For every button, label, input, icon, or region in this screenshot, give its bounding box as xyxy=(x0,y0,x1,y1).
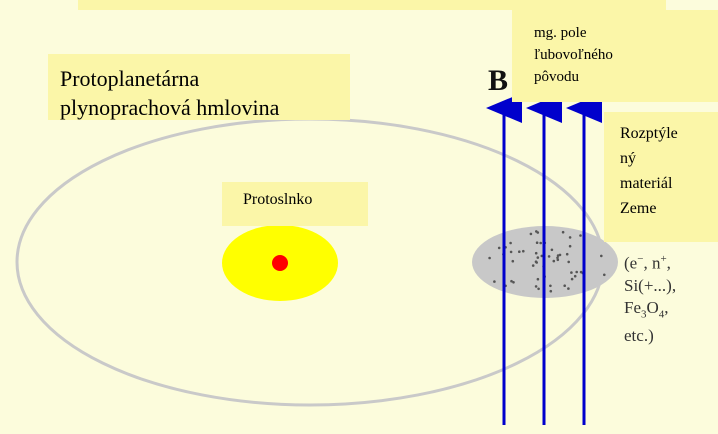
composition-sep-3: , xyxy=(664,297,669,317)
particle-dot xyxy=(534,285,538,288)
oxygen-subscript: 4 xyxy=(658,308,665,321)
particle-dot xyxy=(556,256,559,260)
particle-dot xyxy=(518,250,521,253)
protosun-core xyxy=(272,255,288,271)
scatter-label-line-1: Rozptýle xyxy=(620,125,678,142)
particle-dot xyxy=(509,241,512,245)
particle-dot xyxy=(493,280,496,283)
particle-dot xyxy=(575,270,578,274)
particle-dot xyxy=(563,284,566,288)
particle-dot xyxy=(579,270,583,274)
scatter-label-line-4: Zeme xyxy=(620,200,657,217)
particle-dot xyxy=(488,256,491,260)
nebula-title-line-1: Protoplanetárna xyxy=(60,66,200,91)
nebula-title-box: Protoplanetárna plynoprachová hmlovina xyxy=(48,54,350,120)
protosun-label-box: Protoslnko xyxy=(222,182,368,226)
particle-dot xyxy=(540,254,544,258)
particle-dot xyxy=(534,260,538,264)
particle-dot xyxy=(567,287,570,290)
particle-dot xyxy=(570,271,573,274)
composition-iron: Fe xyxy=(624,297,641,317)
field-symbol: B xyxy=(488,64,509,97)
composition-oxygen: O xyxy=(646,297,659,317)
composition-list: (e−, n+, Si(+...), Fe3O4, etc.) xyxy=(624,248,676,347)
particle-dot xyxy=(552,259,556,263)
particle-dot xyxy=(536,256,540,259)
particle-dot xyxy=(522,249,525,253)
iron-subscript: 3 xyxy=(641,308,647,321)
particle-dot xyxy=(568,244,572,248)
particle-dot xyxy=(567,260,570,264)
particle-dot xyxy=(547,255,551,258)
composition-neutron: , n xyxy=(643,253,661,273)
particle-dot xyxy=(573,274,577,278)
particle-dot xyxy=(535,230,538,233)
particle-dot xyxy=(556,258,560,262)
scatter-label-line-3: materiál xyxy=(620,175,673,192)
scattered-material-label-box: Rozptýle ný materiál Zeme xyxy=(604,112,718,242)
field-label-line-3: pôvodu xyxy=(534,69,579,85)
particle-dot xyxy=(570,277,574,281)
particle-dot xyxy=(549,284,552,288)
composition-etc: etc.) xyxy=(624,326,654,346)
particle-dot xyxy=(549,289,553,293)
particle-dot xyxy=(531,264,535,267)
scatter-label-line-2: ný xyxy=(620,150,636,167)
top-banner-strip xyxy=(78,0,666,10)
magnetic-field-lines xyxy=(486,93,602,425)
particle-dot xyxy=(509,250,513,254)
particle-dot xyxy=(497,246,501,250)
particle-dot xyxy=(537,287,540,291)
particle-dot xyxy=(511,259,515,263)
particle-dot xyxy=(536,277,540,281)
particle-dot xyxy=(603,273,606,277)
particle-dot xyxy=(550,248,554,252)
particle-dot xyxy=(539,241,542,245)
material-particles xyxy=(488,230,606,293)
protosun-label: Protoslnko xyxy=(243,191,313,208)
electron-charge: − xyxy=(637,253,644,265)
particle-dot xyxy=(512,281,515,284)
magnetic-field-label-box: mg. pole ľubovoľného pôvodu xyxy=(512,10,718,102)
composition-line-1: (e−, n+, xyxy=(624,248,676,275)
field-label-line-2: ľubovoľného xyxy=(534,47,613,63)
particle-dot xyxy=(510,279,513,283)
particle-dot xyxy=(561,230,565,234)
composition-sep-1: , xyxy=(666,253,671,273)
composition-line-3: Fe3O4, xyxy=(624,297,676,325)
particle-dot xyxy=(534,251,538,255)
particle-dot xyxy=(529,232,533,236)
composition-silicon: Si(+...), xyxy=(624,275,677,295)
particle-dot xyxy=(579,234,582,237)
particle-dot xyxy=(600,254,603,258)
nebula-title-line-2: plynoprachová hmlovina xyxy=(60,95,280,120)
particle-dot xyxy=(568,236,572,239)
particle-dot xyxy=(565,252,569,256)
field-label-line-1: mg. pole xyxy=(534,25,587,41)
particle-dot xyxy=(535,241,539,244)
particle-dot xyxy=(558,253,562,257)
neutron-charge: + xyxy=(660,253,667,265)
composition-electron: (e xyxy=(624,253,638,273)
